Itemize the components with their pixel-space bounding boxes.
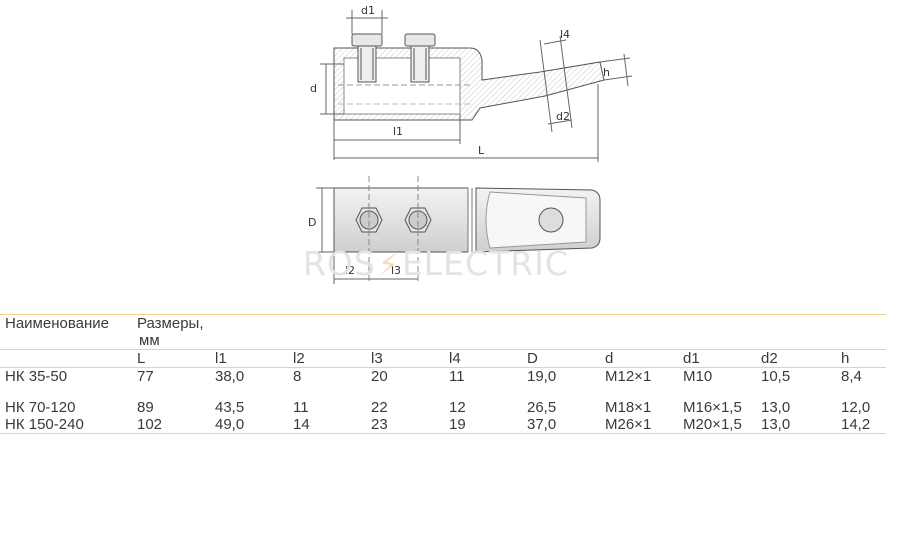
row-name: НК 150-240 (5, 416, 84, 433)
bolt-2 (404, 33, 436, 83)
table-cell: 37,0 (527, 416, 557, 433)
table-cell: M26×1 (605, 416, 652, 433)
table-row: НК 70-120 89 43,5 11 22 12 26,5 M18×1 M1… (0, 399, 886, 416)
table-cell: M16×1,5 (683, 399, 742, 416)
connector-drawing-svg: d1 d l1 L l4 h d2 (308, 4, 633, 284)
table-cell: 14 (293, 416, 310, 433)
header-sizes-line2: мм (139, 332, 160, 349)
header-sizes: Размеры, мм (137, 315, 886, 350)
bolt-1 (351, 33, 383, 83)
col-header: d2 (761, 350, 778, 367)
label-D: D (308, 216, 316, 229)
header-sizes-line1: Размеры, (137, 315, 204, 332)
label-d: d (310, 82, 317, 95)
hex-nut-1 (355, 207, 383, 233)
table-cell: 102 (137, 416, 163, 433)
lightning-bolt-icon: ⚡ (377, 248, 400, 283)
col-header: l3 (371, 350, 383, 367)
label-L: L (478, 144, 485, 157)
table-cell: 26,5 (527, 399, 557, 416)
col-header: D (527, 350, 538, 367)
table-cell: M10 (683, 368, 713, 385)
watermark: ROS⚡ELECTRIC (303, 244, 569, 283)
table-cell: 49,0 (215, 416, 245, 433)
table-cell: 10,5 (761, 368, 791, 385)
label-l2: l2 (345, 264, 355, 277)
row-name: НК 70-120 (5, 399, 76, 416)
table-bottom-rule (0, 433, 886, 436)
label-h: h (603, 66, 610, 79)
table-cell: 14,2 (841, 416, 871, 433)
table-cell: 11 (293, 399, 309, 416)
col-header: h (841, 350, 850, 367)
label-l4: l4 (560, 28, 570, 41)
technical-drawing: d1 d l1 L l4 h d2 (303, 4, 633, 284)
table-cell: 19 (449, 416, 466, 433)
label-l1: l1 (393, 125, 403, 138)
plan-view (316, 176, 601, 284)
side-view (320, 10, 633, 162)
table-row: НК 35-50 77 38,0 8 20 11 19,0 M12×1 M10 … (0, 367, 886, 400)
table-cell: M18×1 (605, 399, 652, 416)
table-cell: 22 (371, 399, 388, 416)
table-cell: 89 (137, 399, 154, 416)
col-header: L (137, 350, 146, 367)
table-cell: 13,0 (761, 416, 791, 433)
header-name: Наименование (5, 315, 109, 332)
col-header: l4 (449, 350, 461, 367)
label-d1: d1 (361, 4, 375, 17)
col-header: d (605, 350, 614, 367)
table-header-row: Наименование Размеры, мм (0, 314, 886, 350)
watermark-left: ROS (303, 244, 376, 283)
table-cell: 8,4 (841, 368, 862, 385)
table-row: НК 150-240 102 49,0 14 23 19 37,0 M26×1 … (0, 416, 886, 434)
table-cell: 19,0 (527, 368, 557, 385)
col-header: d1 (683, 350, 700, 367)
table-cell: 11 (449, 368, 465, 385)
col-header: l1 (215, 350, 227, 367)
table-cell: M12×1 (605, 368, 652, 385)
spec-table: Наименование Размеры, мм L l1 l2 l3 l4 D… (0, 314, 886, 435)
table-cell: M20×1,5 (683, 416, 742, 433)
label-l3: l3 (391, 264, 401, 277)
table-cell: 23 (371, 416, 388, 433)
table-cell: 77 (137, 368, 154, 385)
table-cell: 12 (449, 399, 466, 416)
table-cell: 20 (371, 368, 388, 385)
table-cell: 8 (293, 368, 302, 385)
watermark-right: ELECTRIC (401, 244, 569, 283)
table-cell: 13,0 (761, 399, 791, 416)
table-cell: 12,0 (841, 399, 871, 416)
table-column-header-row: L l1 l2 l3 l4 D d d1 d2 h (0, 349, 886, 368)
hex-nut-2 (404, 207, 432, 233)
table-cell: 38,0 (215, 368, 245, 385)
table-cell: 43,5 (215, 399, 245, 416)
label-d2: d2 (556, 110, 570, 123)
col-header: l2 (293, 350, 305, 367)
row-name: НК 35-50 (5, 368, 68, 385)
